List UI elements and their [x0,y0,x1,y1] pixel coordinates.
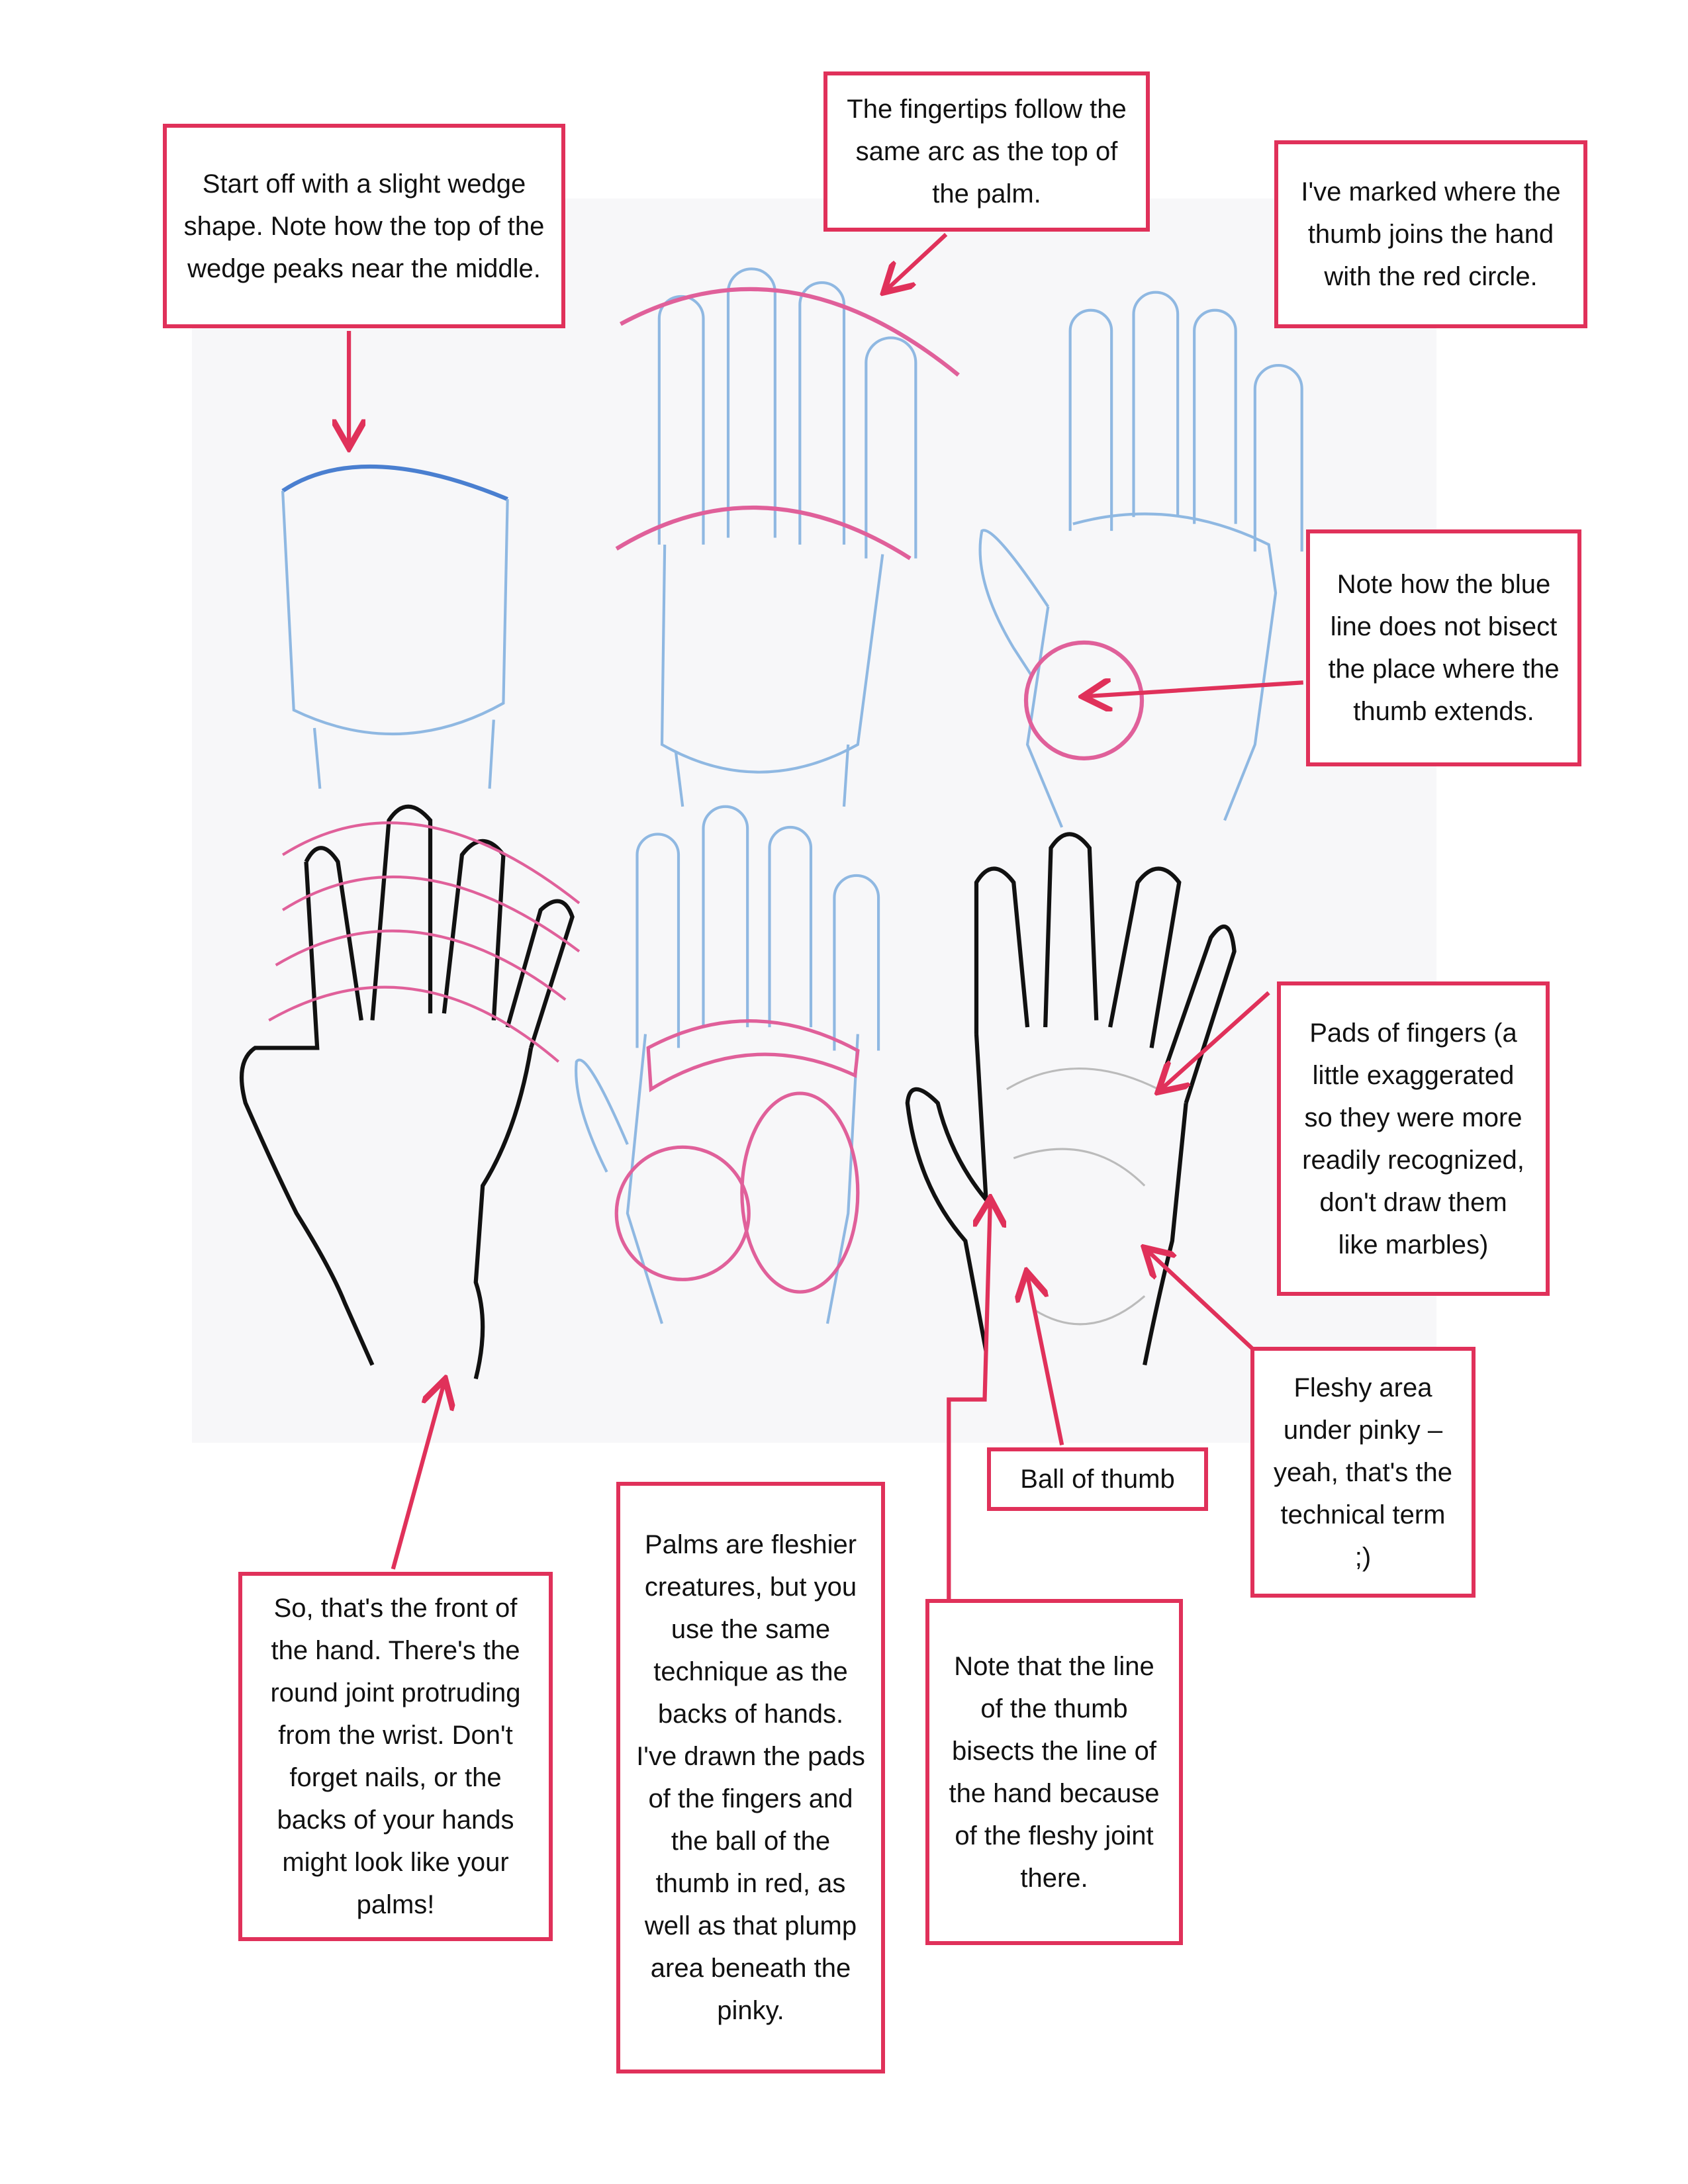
finger-sketch [1253,364,1303,552]
finger-sketch [768,825,813,1028]
note-text: Palms are fleshier creatures, but you us… [636,1530,865,2025]
note-blue-line: Note how the blue line does not bisect t… [1306,529,1581,766]
note-text: Fleshy area under pinky – yeah, that's t… [1273,1373,1453,1572]
back-of-hand-drawing [240,804,581,1380]
note-front-of-hand: So, that's the front of the hand. There'… [238,1572,553,1941]
wedge-sketch [281,464,509,789]
paper-background [192,199,1436,1443]
finger-sketch [635,833,680,1048]
finger-sketch [865,336,917,559]
note-thumb-line: Note that the line of the thumb bisects … [925,1599,1183,1945]
finger-sketch [726,267,776,538]
note-text: Note that the line of the thumb bisects … [949,1651,1160,1893]
note-text: Note how the blue line does not bisect t… [1328,570,1560,726]
thumb-joint-sketch [978,291,1303,828]
finger-sketch [833,874,880,1051]
fingers-arc-sketch [615,267,960,807]
note-wedge: Start off with a slight wedge shape. Not… [163,124,565,328]
note-text: So, that's the front of the hand. There'… [270,1594,521,1919]
note-palms: Palms are fleshier creatures, but you us… [616,1482,885,2073]
finger-sketch [657,295,705,545]
note-text: The fingertips follow the same arc as th… [847,95,1127,208]
note-ball-of-thumb: Ball of thumb [987,1447,1208,1511]
note-fleshy: Fleshy area under pinky – yeah, that's t… [1250,1347,1476,1598]
note-text: I've marked where the thumb joins the ha… [1301,177,1561,291]
note-text: Start off with a slight wedge shape. Not… [183,169,545,283]
note-fingertips: The fingertips follow the same arc as th… [823,71,1150,232]
note-thumb-joint: I've marked where the thumb joins the ha… [1274,140,1587,328]
note-text: Ball of thumb [1020,1465,1175,1494]
finger-sketch [1132,291,1180,518]
note-pads: Pads of fingers (a little exaggerated so… [1277,981,1550,1296]
finger-sketch [1193,308,1237,524]
annotation-arrows [349,232,1303,1600]
palm-pads-sketch [575,805,880,1324]
note-text: Pads of fingers (a little exaggerated so… [1302,1018,1524,1259]
finger-sketch [702,805,749,1028]
finger-sketch [1068,308,1113,531]
finger-sketch [798,281,846,545]
